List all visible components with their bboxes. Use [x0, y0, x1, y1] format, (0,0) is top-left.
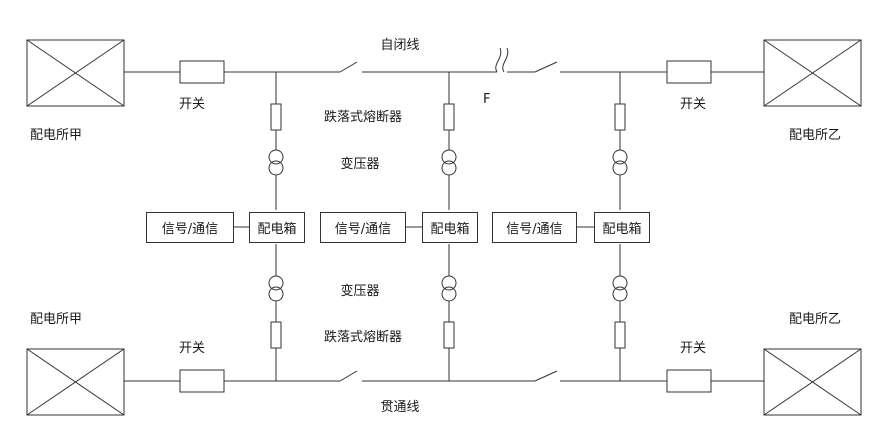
disconnector-bottom-1 — [340, 371, 357, 381]
station-a-label-bottom: 配电所甲 — [30, 312, 83, 327]
branch-1 — [234, 72, 283, 381]
branch-2 — [406, 72, 456, 381]
disconnector-top-1 — [340, 62, 357, 72]
signal-comm-box-2: 信号/通信 — [320, 212, 406, 243]
disconnector-top-2 — [535, 62, 557, 72]
dist-box-1: 配电箱 — [249, 212, 305, 243]
signal-comm-box-1: 信号/通信 — [146, 212, 234, 243]
transformer-label-bottom: 变压器 — [340, 284, 380, 299]
station-a-label-top: 配电所甲 — [30, 128, 83, 143]
switch-label-top-left: 开关 — [179, 97, 206, 112]
transformer-label-top: 变压器 — [340, 157, 380, 172]
switch-bottom-right — [667, 370, 711, 392]
switch-label-top-right: 开关 — [680, 97, 707, 112]
through-line-label: 贯通线 — [380, 400, 420, 415]
fuse-bottom-3 — [615, 322, 625, 348]
dist-box-3: 配电箱 — [594, 212, 650, 243]
station-a-top-symbol — [27, 40, 124, 106]
drop-fuse-label-top: 跌落式熔断器 — [323, 110, 403, 125]
signal-comm-box-3: 信号/通信 — [492, 212, 577, 243]
station-a-bottom-symbol — [27, 349, 124, 415]
dist-box-2: 配电箱 — [422, 212, 478, 243]
switch-top-left — [180, 61, 224, 83]
fuse-top-1 — [271, 104, 281, 130]
fuse-top-2 — [444, 104, 454, 130]
fault-label: F — [483, 92, 491, 107]
disconnector-bottom-2 — [535, 371, 557, 381]
station-b-label-bottom: 配电所乙 — [789, 312, 842, 327]
fuse-top-3 — [615, 104, 625, 130]
switch-label-bottom-right: 开关 — [680, 341, 707, 356]
station-b-top-symbol — [764, 40, 861, 106]
fuse-bottom-1 — [271, 322, 281, 348]
station-b-bottom-symbol — [764, 349, 861, 415]
auto-line-label: 自闭线 — [380, 38, 420, 53]
switch-top-right — [667, 61, 711, 83]
station-b-label-top: 配电所乙 — [789, 128, 842, 143]
auto-block-line — [124, 48, 764, 83]
fuse-bottom-2 — [444, 322, 454, 348]
fault-mark — [496, 48, 501, 72]
switch-label-bottom-left: 开关 — [179, 341, 206, 356]
through-line — [124, 370, 764, 392]
branch-3 — [577, 72, 627, 381]
switch-bottom-left — [180, 370, 224, 392]
drop-fuse-label-bottom: 跌落式熔断器 — [323, 330, 403, 345]
